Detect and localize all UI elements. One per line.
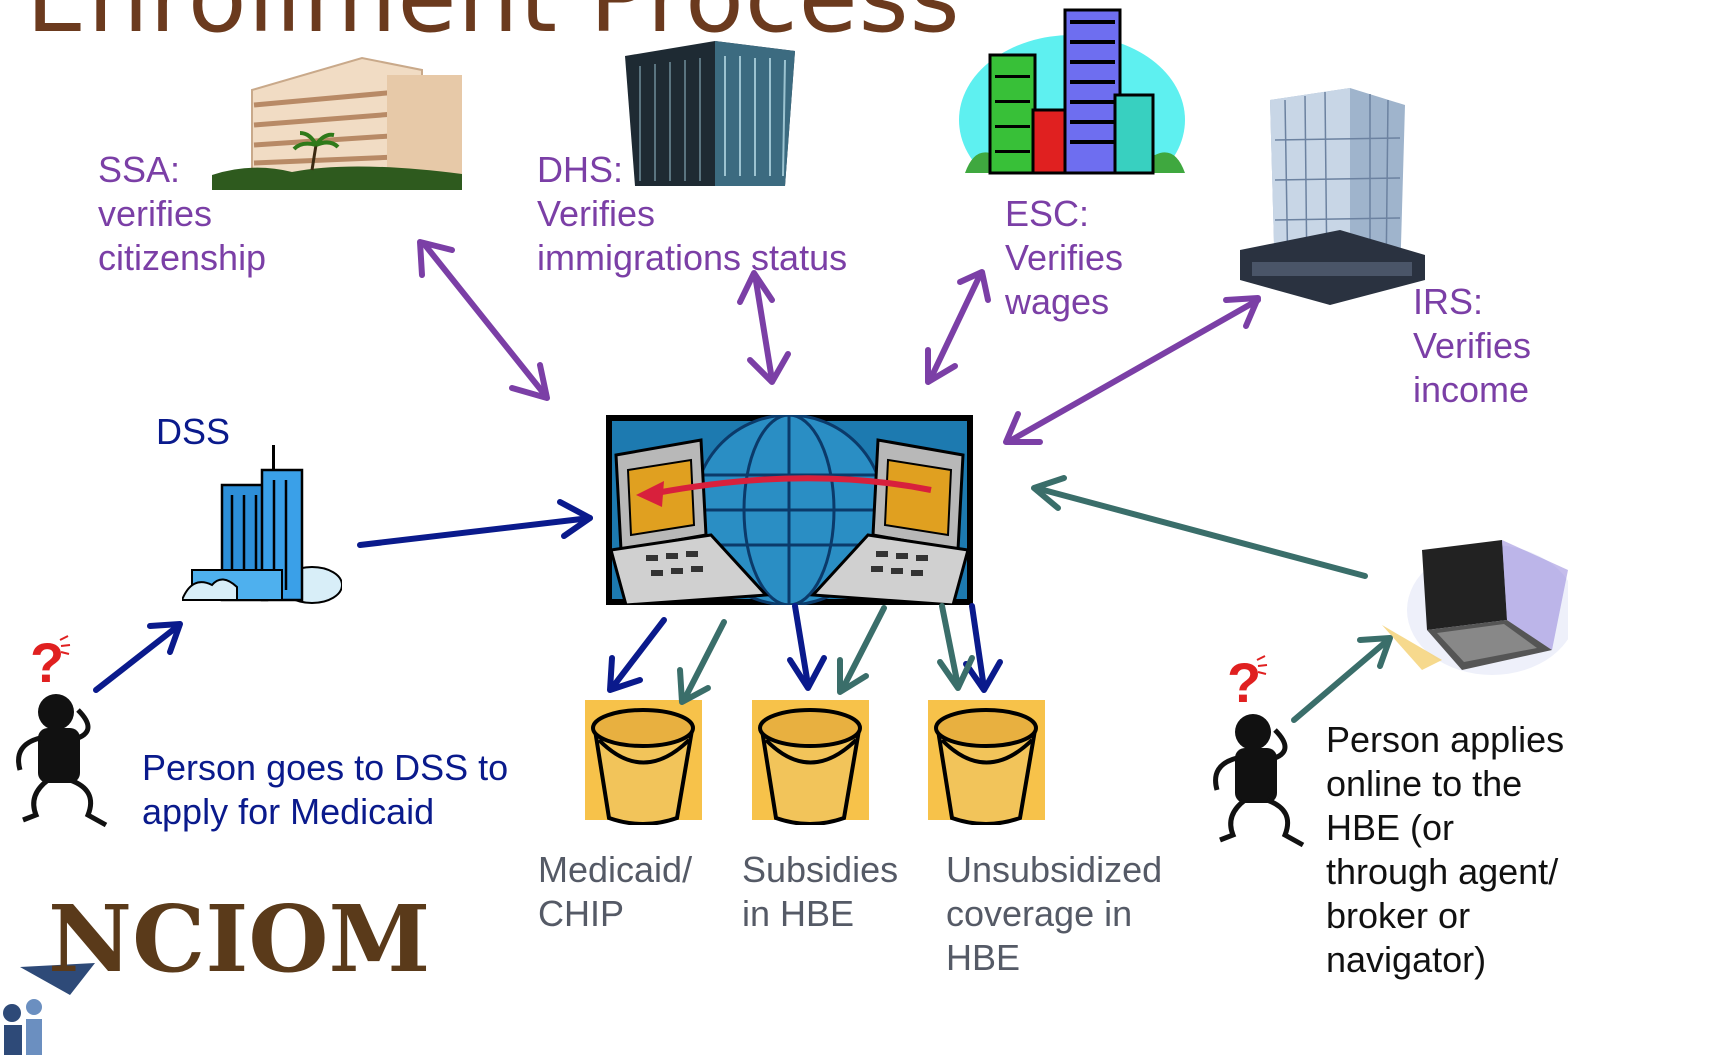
- bucket-label-medicaid: Medicaid/ CHIP: [538, 848, 692, 936]
- bucket-label-unsubsidized: Unsubsidized coverage in HBE: [946, 848, 1162, 980]
- page-title: Enrollment Process: [26, 0, 961, 54]
- hub-subsidies-arrow-navy: [792, 603, 811, 688]
- online-person-label-line: online to the: [1326, 763, 1523, 804]
- hub-subsidies-arrow-teal: [839, 605, 887, 693]
- networked-computers-globe-icon: [606, 415, 973, 605]
- dss-person-label-line: Person goes to DSS to: [142, 747, 509, 788]
- person-dss-arrow: [93, 623, 181, 693]
- online-person-label-line: navigator): [1326, 939, 1487, 980]
- hub-medicaid-arrow-teal: [681, 619, 727, 703]
- irs-label-line: income: [1413, 369, 1530, 410]
- online-person-label-line: HBE (or: [1326, 807, 1455, 848]
- dss-person-label: Person goes to DSS to apply for Medicaid: [142, 746, 508, 834]
- ssa-label-line: verifies: [98, 193, 213, 234]
- online-person-label-line: broker or: [1326, 895, 1471, 936]
- dhs-label: DHS: Verifies immigrations status: [537, 148, 847, 280]
- office-building-palms-icon: [212, 50, 462, 190]
- confused-person-icon: ?: [1205, 650, 1315, 850]
- irs-label-line: IRS:: [1413, 281, 1484, 322]
- bucket-label-line: CHIP: [538, 893, 625, 934]
- dhs-hub-arrow: [752, 272, 775, 383]
- irs-hub-arrow: [1005, 297, 1261, 445]
- bucket-label-line: Subsidies: [742, 849, 899, 890]
- hub-unsubsidized-arrow-teal: [939, 603, 961, 689]
- bucket-label-line: Medicaid/: [538, 849, 693, 890]
- bucket-label-line: HBE: [946, 937, 1021, 978]
- dhs-label-line: Verifies: [537, 193, 656, 234]
- bucket-icon: [585, 700, 702, 825]
- logo-text: NCIOM: [48, 885, 431, 993]
- bucket-label-line: in HBE: [742, 893, 855, 934]
- confused-person-icon: ?: [8, 630, 118, 830]
- esc-label: ESC: Verifies wages: [1005, 192, 1123, 324]
- nciom-logo: [0, 955, 300, 1055]
- ssa-hub-arrow: [422, 242, 548, 398]
- svg-text:?: ?: [1227, 651, 1261, 714]
- esc-hub-arrow: [927, 272, 983, 383]
- laptop-hub-arrow: [1033, 485, 1368, 579]
- online-person-label: Person applies online to the HBE (or thr…: [1326, 718, 1564, 982]
- dark-office-tower-icon: [620, 36, 800, 191]
- laptop-icon: [1382, 530, 1568, 680]
- dss-label: DSS: [156, 411, 231, 452]
- online-person-label-line: Person applies: [1326, 719, 1565, 760]
- hub-medicaid-arrow-navy: [609, 617, 667, 691]
- esc-label-line: ESC:: [1005, 193, 1090, 234]
- ssa-label: SSA: verifies citizenship: [98, 148, 266, 280]
- dhs-label-line: immigrations status: [537, 237, 848, 278]
- hub-unsubsidized-arrow-navy: [969, 603, 987, 691]
- bucket-label-subsidies: Subsidies in HBE: [742, 848, 898, 936]
- ssa-label-line: citizenship: [98, 237, 267, 278]
- bucket-icon: [928, 700, 1045, 825]
- dhs-label-line: DHS:: [537, 149, 624, 190]
- blue-office-building-icon: [182, 445, 342, 605]
- irs-label: IRS: Verifies income: [1413, 280, 1531, 412]
- esc-label-line: wages: [1005, 281, 1110, 322]
- dss-hub-arrow: [357, 515, 593, 548]
- ssa-label-line: SSA:: [98, 149, 181, 190]
- bucket-icon: [752, 700, 869, 825]
- esc-label-line: Verifies: [1005, 237, 1124, 278]
- dss-person-label-line: apply for Medicaid: [142, 791, 435, 832]
- glass-skyscraper-icon: [1230, 80, 1430, 310]
- online-person-label-line: through agent/: [1326, 851, 1559, 892]
- svg-text:?: ?: [30, 631, 64, 694]
- bucket-label-line: coverage in: [946, 893, 1133, 934]
- bucket-label-line: Unsubsidized: [946, 849, 1163, 890]
- person-laptop-arrow: [1291, 637, 1391, 723]
- city-skyline-icon: [955, 5, 1190, 185]
- irs-label-line: Verifies: [1413, 325, 1532, 366]
